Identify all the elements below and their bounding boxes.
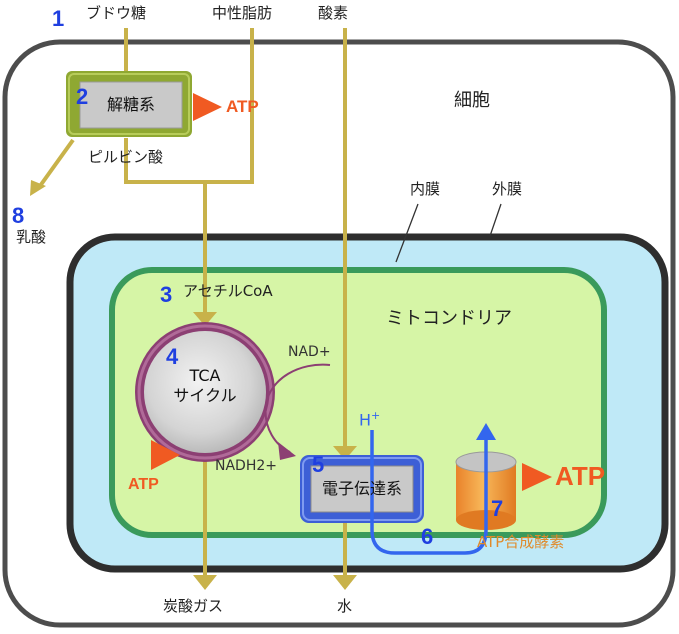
pyruvate-path	[124, 138, 207, 314]
atp-label-glycolysis: ATP	[226, 97, 259, 116]
nad-nadh-arrow	[264, 363, 331, 453]
atp-label-synthase: ATP	[555, 461, 606, 491]
step-number-4: 4	[166, 344, 179, 369]
tca-label-line1: TCA	[189, 366, 221, 385]
neutral-fat-label: 中性脂肪	[212, 4, 273, 22]
outer-membrane-pointer	[489, 203, 502, 237]
fat-path	[205, 28, 254, 184]
step-number-6: 6	[421, 524, 434, 549]
atp-marker-tca	[151, 440, 180, 470]
atp-label-tca: ATP	[128, 476, 159, 493]
atp-marker-synthase	[522, 463, 552, 491]
step-number-3: 3	[160, 282, 173, 307]
lactic-acid-label: 乳酸	[16, 228, 47, 246]
tca-label-line2: サイクル	[173, 386, 237, 405]
lactic-acid-path	[38, 138, 75, 188]
metabolic-pathways	[38, 28, 347, 578]
water-label: 水	[337, 597, 353, 615]
glucose-label: ブドウ糖	[86, 4, 147, 22]
co2-label: 炭酸ガス	[163, 597, 224, 615]
pyruvate-label: ピルビン酸	[88, 148, 164, 166]
glycolysis-label: 解糖系	[106, 95, 155, 114]
tca-cycle	[135, 322, 275, 462]
step-number-2: 2	[76, 84, 89, 109]
proton-flow-arrow	[370, 430, 488, 555]
oxygen-label: 酸素	[318, 4, 349, 22]
mitochondria-label: ミトコンドリア	[386, 308, 512, 329]
electron-transport-box	[300, 455, 424, 523]
proton-arrowhead	[476, 423, 496, 440]
proton-charge: +	[371, 409, 381, 422]
atp-synthase-label: ATP合成酵素	[477, 533, 565, 551]
acetyl-coa-label: アセチルCoA	[183, 282, 273, 300]
step-number-1: 1	[52, 6, 65, 31]
proton-label: H+	[359, 410, 380, 428]
etc-label: 電子伝達系	[321, 479, 402, 498]
nad-label: NAD+	[288, 344, 331, 360]
step-number-8: 8	[12, 203, 25, 228]
inner-membrane-label: 内膜	[410, 180, 441, 198]
nad-arrowhead	[278, 442, 296, 460]
nadh2-label: NADH2+	[215, 458, 277, 474]
inner-membrane-pointer	[395, 203, 419, 263]
step-number-5: 5	[312, 452, 325, 477]
step-number-7: 7	[491, 496, 504, 521]
pathway-arrowheads	[30, 180, 357, 590]
atp-marker-glycolysis	[193, 93, 222, 121]
proton-symbol: H	[359, 410, 372, 430]
glycolysis-box	[66, 71, 192, 137]
cell-label: 細胞	[454, 90, 490, 111]
outer-membrane-label: 外膜	[492, 180, 523, 198]
